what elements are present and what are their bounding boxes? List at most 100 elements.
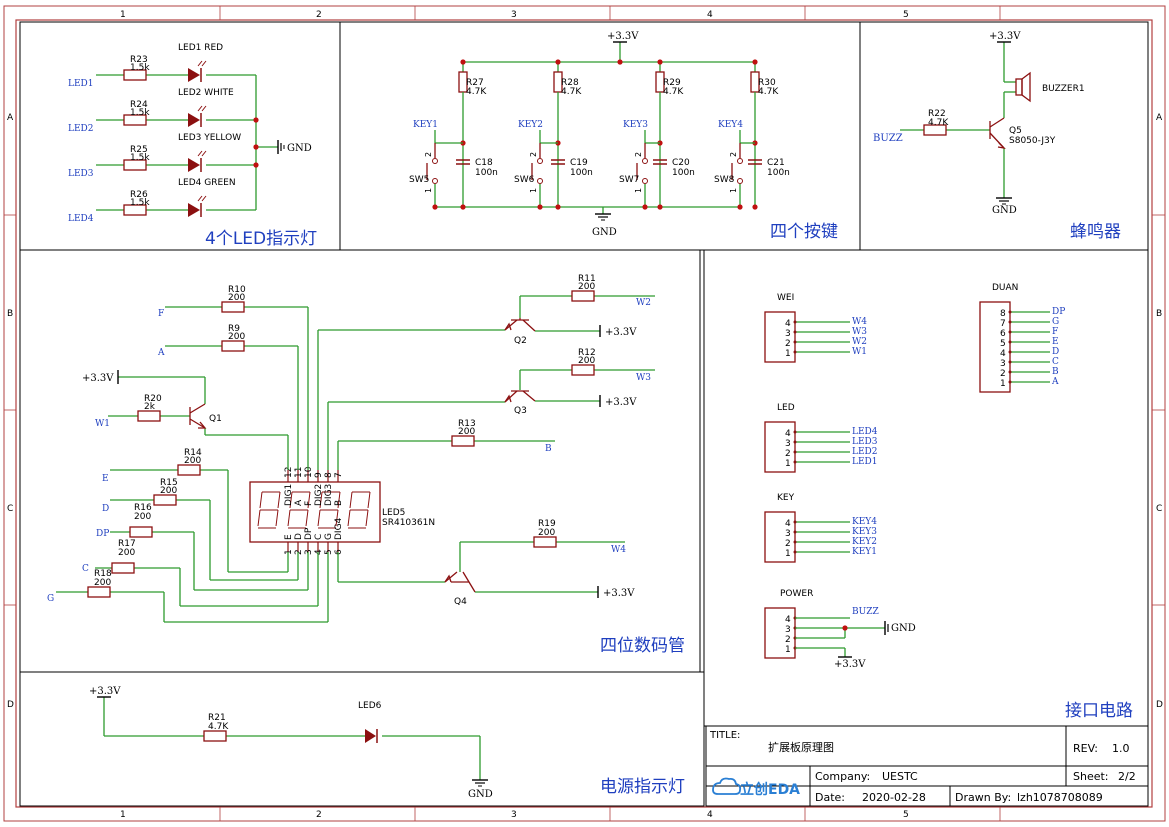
- logo-text: 立创EDA: [740, 781, 800, 798]
- capacitor-label: C19: [570, 158, 588, 168]
- net-w4-label: W4: [611, 545, 626, 555]
- header-pin-number: 6: [1000, 329, 1006, 339]
- rev-label: REV:: [1073, 742, 1098, 755]
- header-duan-title: DUAN: [992, 283, 1018, 293]
- seg-bottom-pin-name: D: [294, 533, 304, 540]
- net-e-label: E: [102, 474, 109, 484]
- push-switch-icon: 21: [729, 143, 743, 193]
- seg-bottom-pin-name: C: [314, 534, 324, 540]
- push-switch-icon: 21: [634, 143, 648, 193]
- transistor-icons: [189, 318, 536, 593]
- capacitor-icon: [551, 159, 565, 165]
- seg-top-pin-number: 12: [284, 467, 294, 478]
- zone-col-1-bottom: 1: [120, 810, 126, 820]
- zone-labels: 1 2 3 4 5 1 2 3 4 5 A B C D A B C D: [7, 10, 1163, 820]
- connector-key-icon: [764, 511, 796, 563]
- switch-label: SW8: [714, 175, 735, 185]
- seven-segment-section: LED5 SR410361N 12DIG11E11A2D10F3DP9DIG24…: [47, 274, 655, 623]
- led-diode-icon: [188, 195, 207, 217]
- r14-value: 200: [184, 456, 201, 466]
- buzzer-gnd-label: GND: [992, 205, 1017, 216]
- zone-row-a-right: A: [1156, 113, 1163, 123]
- power-led-section: +3.3V R21 4.7K LED6 GND: [89, 686, 493, 800]
- r15-value: 200: [160, 486, 177, 496]
- zone-col-5: 5: [903, 10, 909, 20]
- header-net-label: E: [1052, 337, 1059, 347]
- header-pin-number: 3: [1000, 359, 1006, 369]
- net-w3-label: W3: [636, 373, 651, 383]
- key-resistor-label: R28: [561, 78, 579, 88]
- zone-col-2-bottom: 2: [316, 810, 322, 820]
- seg-bottom-pin-number: 3: [304, 549, 314, 555]
- header-net-label: KEY2: [852, 537, 877, 547]
- svg-text:1: 1: [729, 188, 738, 193]
- header-pin-number: 4: [1000, 349, 1006, 359]
- header-net-label: LED2: [852, 447, 878, 457]
- zone-col-3: 3: [511, 10, 517, 20]
- led-gnd-label: GND: [287, 143, 312, 154]
- r21-label: R21: [208, 713, 226, 723]
- q5-transistor-icon: [989, 117, 1006, 149]
- svg-text:1: 1: [424, 188, 433, 193]
- title-block: TITLE: 扩展板原理图 REV: 1.0 Company: UESTC Sh…: [705, 725, 1149, 807]
- header-pwr-title: POWER: [780, 589, 813, 599]
- header-net-label: D: [1052, 347, 1059, 357]
- seg-bottom-pin-number: 5: [324, 549, 334, 555]
- capacitor-value: 100n: [475, 168, 498, 178]
- r18-value: 200: [94, 578, 111, 588]
- display-digits-icon: [257, 491, 371, 529]
- connector-pwr-icon: [764, 607, 796, 659]
- push-switch-icon: 21: [529, 143, 543, 193]
- svg-text:2: 2: [424, 152, 433, 157]
- capacitor-icon: [748, 159, 762, 165]
- header-net-label: LED3: [852, 437, 878, 447]
- header-net-label: C: [1052, 357, 1059, 367]
- svg-text:1: 1: [529, 188, 538, 193]
- display-section-title: 四位数码管: [600, 636, 685, 656]
- header-pin-number: 3: [785, 529, 791, 539]
- seg-bottom-pin-number: 6: [334, 549, 344, 555]
- zone-row-a: A: [7, 113, 14, 123]
- header-net-label: W1: [852, 347, 867, 357]
- connector-duan-icon: [979, 301, 1011, 393]
- led-net-label: LED1: [68, 79, 94, 89]
- q2-transistor-icon: [504, 318, 536, 332]
- buzzer-icon: [1015, 78, 1023, 96]
- key-resistor-value: 4.7K: [663, 87, 684, 97]
- zone-row-d-right: D: [1156, 700, 1163, 710]
- led-resistor-value: 1.5k: [130, 108, 150, 118]
- header-pin-number: 2: [785, 539, 791, 549]
- led6-label: LED6: [358, 701, 382, 711]
- svg-text:1: 1: [634, 188, 643, 193]
- r9-label: R9: [228, 324, 240, 334]
- zone-col-4: 4: [707, 10, 713, 20]
- push-switch-icon: 21: [424, 143, 438, 193]
- r22-value: 4.7K: [928, 118, 949, 128]
- r20-label: R20: [144, 394, 162, 404]
- header-pin-number: 1: [785, 459, 791, 469]
- lceda-logo: 立创EDA: [712, 777, 800, 798]
- seg-bottom-pin-name: DIG4: [334, 517, 344, 540]
- header-pin-number: 2: [785, 635, 791, 645]
- zone-row-c-right: C: [1156, 504, 1162, 514]
- company-label: Company:: [815, 770, 870, 783]
- date-value: 2020-02-28: [862, 791, 926, 804]
- led-resistor-value: 1.5k: [130, 153, 150, 163]
- seg-bottom-pin-number: 4: [314, 549, 324, 555]
- section-borders: [19, 21, 1149, 807]
- switch-label: SW5: [409, 175, 429, 185]
- q4-vcc-label: +3.3V: [603, 588, 635, 599]
- seg-bottom-pin-number: 2: [294, 549, 304, 555]
- switch-label: SW7: [619, 175, 639, 185]
- key-resistor-label: R30: [758, 78, 776, 88]
- r19-value: 200: [538, 528, 555, 538]
- sheet-frame: [3, 5, 1166, 822]
- r22-label: R22: [928, 109, 946, 119]
- header-pin-number: 1: [785, 645, 791, 655]
- seg-top-pin-number: 10: [304, 466, 314, 478]
- key-gnd-label: GND: [592, 227, 617, 238]
- zone-col-4-bottom: 4: [707, 810, 713, 820]
- capacitor-value: 100n: [570, 168, 593, 178]
